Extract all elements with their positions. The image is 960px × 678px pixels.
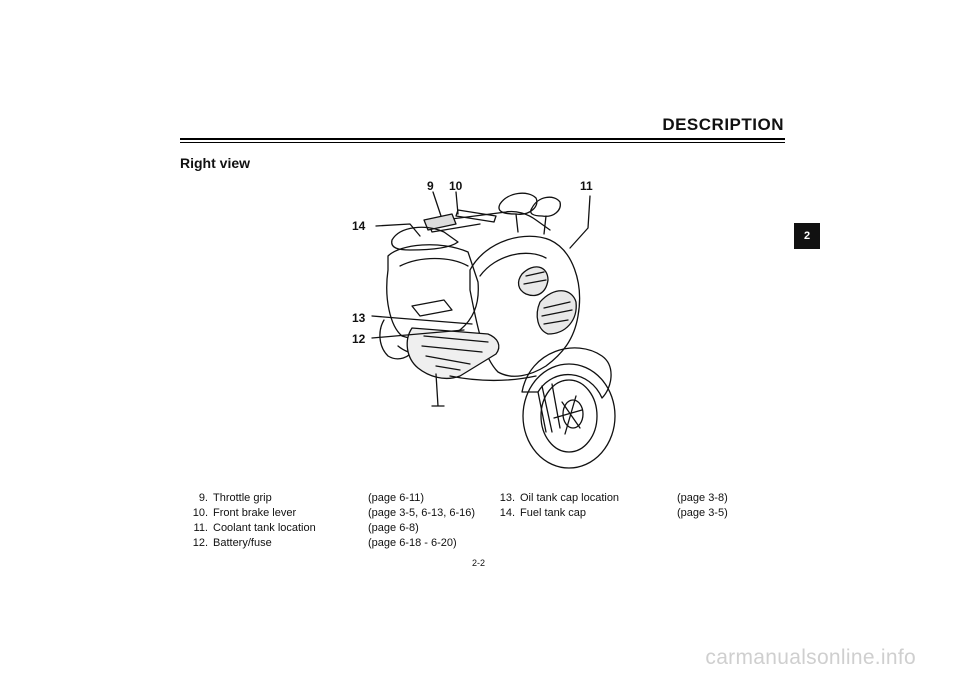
page-number: 2-2 <box>472 558 486 568</box>
legend-page-ref: (page 3-5) <box>677 507 728 519</box>
chapter-tab[interactable]: 2 <box>794 223 820 249</box>
legend-label: Oil tank cap location <box>520 492 620 504</box>
legend-item: 10. Front brake lever (page 3-5, 6-13, 6… <box>191 506 475 521</box>
left-mirror <box>530 196 561 217</box>
callout-13: 13 <box>352 311 366 325</box>
legend-item: 13. Oil tank cap location (page 3-8) <box>493 491 728 506</box>
front-wheel <box>522 363 616 469</box>
legend-number: 14. <box>499 507 515 519</box>
section-title: Right view <box>180 155 251 171</box>
header-rule-thick <box>180 138 785 140</box>
legend-label: Coolant tank location <box>213 522 316 534</box>
legend-left-column: 9. Throttle grip (page 6-11) 10. Front b… <box>191 491 475 551</box>
callout-11: 11 <box>580 179 593 193</box>
floorboard <box>406 327 500 380</box>
seat <box>391 226 459 251</box>
right-mirror <box>498 192 538 215</box>
legend-page-ref: (page 3-8) <box>677 492 728 504</box>
scooter-diagram: 9 10 11 14 13 12 <box>352 179 616 469</box>
headlight-left <box>517 266 549 297</box>
legend-page-ref: (page 6-8) <box>368 522 419 534</box>
legend-label: Battery/fuse <box>213 537 272 549</box>
legend-item: 11. Coolant tank location (page 6-8) <box>191 521 475 536</box>
legend-label: Throttle grip <box>213 492 272 504</box>
legend-page-ref: (page 6-18 - 6-20) <box>368 537 457 549</box>
legend-page-ref: (page 3-5, 6-13, 6-16) <box>368 507 476 519</box>
legend-item: 9. Throttle grip (page 6-11) <box>191 491 475 506</box>
front-fender <box>521 347 612 399</box>
legend-item: 14. Fuel tank cap (page 3-5) <box>493 506 728 521</box>
legend-item: 12. Battery/fuse (page 6-18 - 6-20) <box>191 536 475 551</box>
callout-9: 9 <box>427 179 434 193</box>
legend-label: Front brake lever <box>213 507 297 519</box>
legend-number: 11. <box>193 522 208 534</box>
callout-12: 12 <box>352 332 366 346</box>
legend-number: 10. <box>192 507 208 519</box>
side-stand <box>431 373 445 407</box>
header-rule-thin <box>180 142 785 143</box>
throttle-grip <box>423 213 457 231</box>
legend-number: 9. <box>198 492 208 504</box>
legend-right-column: 13. Oil tank cap location (page 3-8) 14.… <box>493 491 728 521</box>
handlebar <box>427 210 551 231</box>
brake-lever <box>455 209 497 223</box>
headlight-right <box>536 290 577 335</box>
legend-number: 13. <box>499 492 515 504</box>
legend-number: 12. <box>192 537 208 549</box>
watermark: carmanualsonline.info <box>705 646 916 669</box>
legend-label: Fuel tank cap <box>520 507 587 519</box>
page-header-title: DESCRIPTION <box>662 115 784 134</box>
legend-page-ref: (page 6-11) <box>368 492 425 504</box>
callout-14: 14 <box>352 219 366 233</box>
callout-10: 10 <box>449 179 463 193</box>
